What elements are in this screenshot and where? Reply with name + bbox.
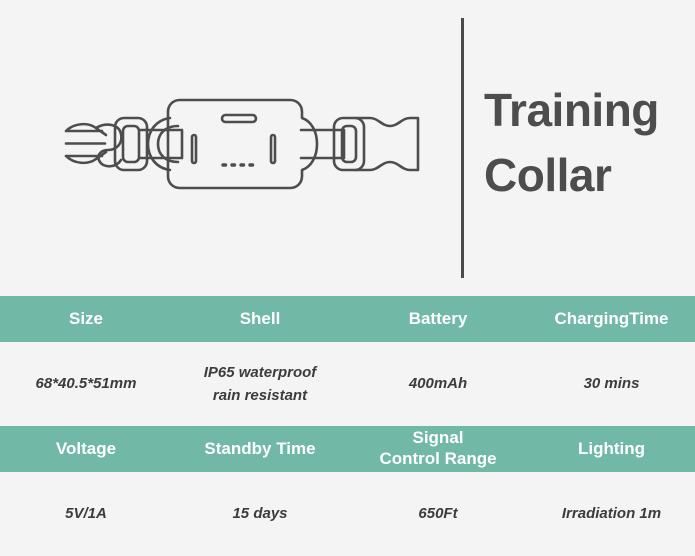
device-slot [220, 113, 258, 124]
spec-value-label: 15 days [232, 505, 288, 523]
spec-header-label: Voltage [55, 438, 117, 458]
page-title-line-2: Collar [484, 149, 612, 202]
training-collar-illustration [62, 78, 422, 210]
right-buckle-ring [332, 116, 366, 172]
spec-header-cell-shell: Shell [172, 309, 348, 330]
spec-header-cell-voltage: Voltage [0, 439, 172, 460]
spec-header-cell-lighting: Lighting [528, 439, 695, 460]
spec-header-cell-battery: Battery [348, 309, 528, 330]
spec-header-row: Voltage Standby Time Signal Control Rang… [0, 426, 695, 472]
spec-header-label: Battery [408, 308, 468, 328]
spec-table-1: Size Shell Battery ChargingTime 68*40.5*… [0, 296, 695, 426]
spec-header-label: Standby Time [204, 438, 316, 458]
spec-header-cell-charging-time: ChargingTime [528, 309, 695, 330]
right-buckle-housing [354, 116, 420, 172]
spec-value-cell-signal-control-range: 650Ft [348, 502, 528, 525]
spec-value-cell-size: 68*40.5*51mm [0, 372, 172, 395]
spec-value-cell-voltage: 5V/1A [0, 502, 172, 525]
page-title: Training Collar [484, 78, 689, 209]
product-spec-sheet: Training Collar Size Shell Battery Charg… [0, 18, 695, 523]
spec-header-label: Size [68, 308, 104, 328]
left-rear-clasp [146, 116, 180, 172]
spec-value-cell-battery: 400mAh [348, 372, 528, 395]
spec-value-label: 30 mins [583, 375, 640, 393]
spec-value-label: Irradiation 1m [561, 505, 662, 523]
right-strap [299, 128, 346, 160]
spec-value-cell-shell: IP65 waterproof rain resistant [172, 361, 348, 408]
spec-table-2: Voltage Standby Time Signal Control Rang… [0, 426, 695, 556]
spec-value-label: 400mAh [408, 375, 468, 393]
spec-header-label: Lighting [577, 438, 646, 458]
spec-header-cell-standby-time: Standby Time [172, 439, 348, 460]
spec-value-label: 5V/1A [65, 505, 107, 523]
hero-vertical-divider [461, 18, 464, 278]
collar-device-body [166, 98, 319, 190]
spec-value-label: 650Ft [418, 505, 458, 523]
device-vent-left [190, 133, 198, 165]
spec-value-label: 68*40.5*51mm [35, 375, 137, 393]
spec-value-cell-lighting: Irradiation 1m [528, 502, 695, 525]
left-prong-tail [64, 122, 123, 168]
spec-header-label: Shell [239, 308, 281, 328]
spec-header-cell-signal-control-range: Signal Control Range [348, 428, 528, 469]
spec-value-cell-charging-time: 30 mins [528, 372, 695, 395]
spec-value-label: IP65 waterproof rain resistant [203, 363, 317, 404]
left-strap [137, 128, 184, 160]
hero-section: Training Collar [62, 18, 689, 278]
page-title-line-1: Training [484, 84, 659, 136]
spec-value-row: 68*40.5*51mm IP65 waterproof rain resist… [0, 342, 695, 426]
spec-value-cell-standby-time: 15 days [172, 502, 348, 525]
spec-header-cell-size: Size [0, 309, 172, 330]
spec-value-row: 5V/1A 15 days 650Ft Irradiation 1m [0, 472, 695, 556]
device-vent-right [269, 133, 277, 165]
spec-header-label: Signal Control Range [379, 428, 497, 468]
spec-header-row: Size Shell Battery ChargingTime [0, 296, 695, 342]
spec-header-label: ChargingTime [554, 308, 669, 328]
